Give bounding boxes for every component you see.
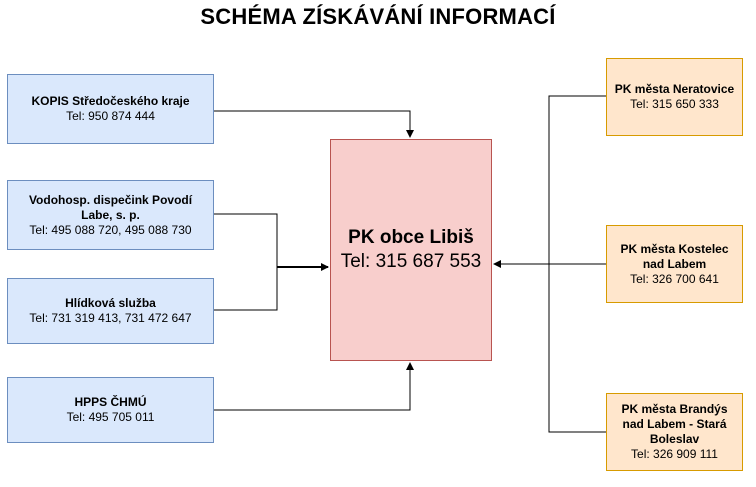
node-name: Hlídková služba xyxy=(65,296,156,310)
node-kostelec: PK města Kostelec nad Labem Tel: 326 700… xyxy=(606,225,743,303)
node-vodohosp: Vodohosp. dispečink Povodí Labe, s. p. T… xyxy=(7,180,214,250)
node-center-libis: PK obce Libiš Tel: 315 687 553 xyxy=(330,139,492,361)
node-tel: Tel: 315 650 333 xyxy=(630,97,719,111)
node-tel: Tel: 731 319 413, 731 472 647 xyxy=(29,311,192,325)
node-tel: Tel: 950 874 444 xyxy=(66,109,155,123)
node-hpps: HPPS ČHMÚ Tel: 495 705 011 xyxy=(7,377,214,443)
node-tel: Tel: 495 705 011 xyxy=(66,410,155,424)
diagram-title: SCHÉMA ZÍSKÁVÁNÍ INFORMACÍ xyxy=(200,4,556,29)
node-name: PK města Brandýs nad Labem - Stará Boles… xyxy=(621,402,728,446)
node-name: Vodohosp. dispečink Povodí Labe, s. p. xyxy=(28,192,193,222)
node-tel: Tel: 326 909 111 xyxy=(631,447,718,461)
center-tel: Tel: 315 687 553 xyxy=(340,251,482,272)
connector-hlidkova xyxy=(214,267,278,311)
node-name: PK města Kostelec nad Labem xyxy=(620,241,729,271)
node-neratovice: PK města Neratovice Tel: 315 650 333 xyxy=(606,58,743,136)
node-tel: Tel: 326 700 641 xyxy=(630,271,719,286)
center-name: PK obce Libiš xyxy=(348,227,474,248)
node-name: PK města Neratovice xyxy=(614,82,735,96)
node-tel: Tel: 495 088 720, 495 088 730 xyxy=(29,222,192,237)
connector-hpps xyxy=(214,362,414,411)
node-brandys: PK města Brandýs nad Labem - Stará Boles… xyxy=(606,393,743,471)
node-name: HPPS ČHMÚ xyxy=(74,395,147,409)
connector-kopis xyxy=(214,110,414,138)
connector-vodohosp xyxy=(214,213,278,267)
node-hlidkova: Hlídková služba Tel: 731 319 413, 731 47… xyxy=(7,278,214,344)
node-name: KOPIS Středočeského kraje xyxy=(31,94,190,108)
node-kopis: KOPIS Středočeského kraje Tel: 950 874 4… xyxy=(7,74,214,144)
